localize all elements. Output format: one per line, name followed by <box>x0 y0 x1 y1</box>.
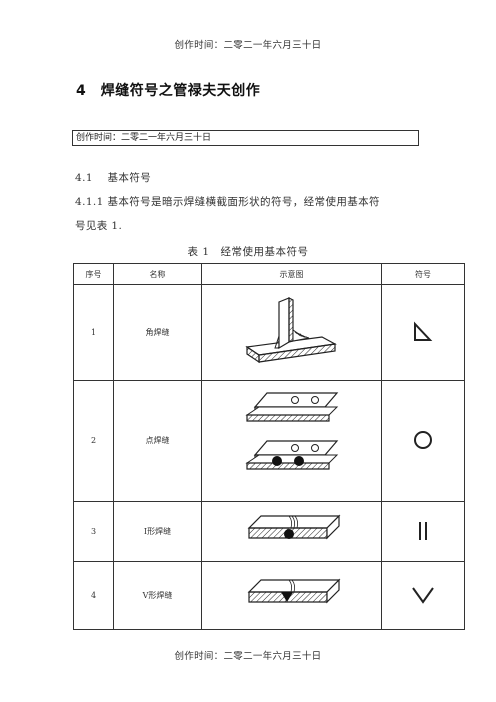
i-groove-weld-diagram <box>201 500 382 563</box>
circle-icon <box>414 430 432 449</box>
triangle-icon <box>414 321 433 341</box>
table-row: 3 Ⅰ形焊缝 <box>73 500 465 563</box>
v-groove-weld-diagram <box>201 561 382 630</box>
table-row: 1 角焊缝 <box>73 284 465 381</box>
row-name: 角焊缝 <box>113 284 202 381</box>
paragraph-line-1: 4.1.1 基本符号是暗示焊缝横截面形状的符号，经常使用基本符 <box>75 196 380 208</box>
page-header: 创作时间：二零二一年六月三十日 <box>174 40 322 51</box>
table-header-row: 序号 名称 示意图 符号 <box>73 262 465 286</box>
header-diagram: 示意图 <box>201 262 382 286</box>
i-groove-weld-symbol <box>381 500 465 563</box>
header-name: 名称 <box>113 262 202 286</box>
row-name: Ⅰ形焊缝 <box>113 500 202 563</box>
v-groove-weld-symbol <box>381 561 465 630</box>
spot-weld-symbol <box>381 379 465 502</box>
double-bar-icon <box>419 521 427 540</box>
fillet-weld-symbol <box>381 284 465 381</box>
boxed-note: 创作时间：二零二一年六月三十日 <box>72 130 419 146</box>
row-no: 4 <box>73 561 114 630</box>
table-row: 4 V形焊缝 <box>73 561 465 630</box>
row-no: 1 <box>73 284 114 381</box>
table-caption: 表 1 经常使用基本符号 <box>187 246 309 258</box>
page-footer: 创作时间：二零二一年六月三十日 <box>174 651 322 662</box>
row-no: 3 <box>73 500 114 563</box>
paragraph-line-2: 号见表 1. <box>75 220 123 232</box>
table-row: 2 点焊缝 <box>73 379 465 502</box>
v-shape-icon <box>412 587 434 604</box>
section-heading: 4.1 基本符号 <box>75 172 152 184</box>
header-no: 序号 <box>73 262 114 286</box>
row-no: 2 <box>73 379 114 502</box>
fillet-weld-diagram <box>201 284 382 381</box>
row-name: V形焊缝 <box>113 561 202 630</box>
weld-symbol-table: 序号 名称 示意图 符号 1 角焊缝 <box>73 262 465 630</box>
spot-weld-diagram <box>201 379 382 502</box>
page-title: 4 焊缝符号之管禄夫天创作 <box>76 83 261 99</box>
header-symbol: 符号 <box>381 262 465 286</box>
row-name: 点焊缝 <box>113 379 202 502</box>
